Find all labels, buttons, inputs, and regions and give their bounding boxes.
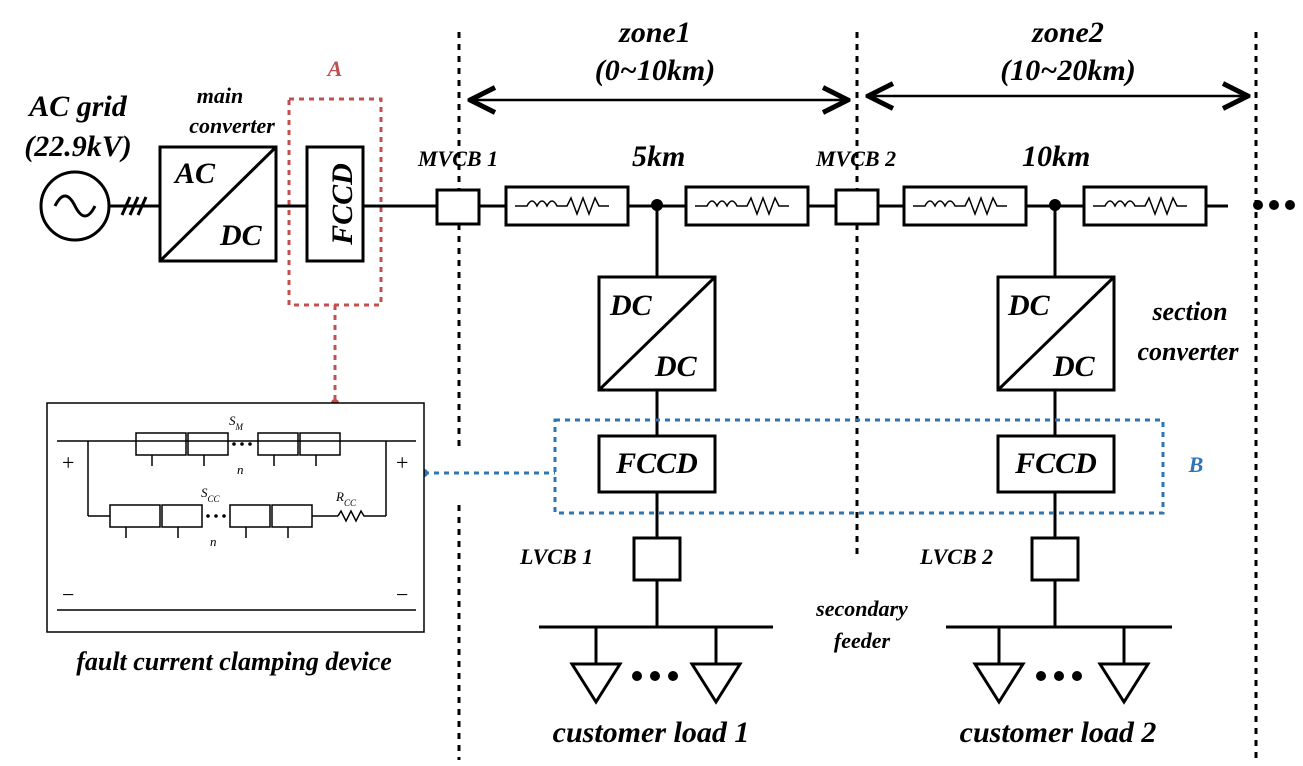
inset-plus-right: + [396, 450, 408, 475]
inset-sm-label: SM [229, 413, 244, 432]
load1a-icon [569, 662, 623, 705]
dcdc2-bottom: DC [1052, 350, 1096, 383]
main-converter-diagonal [158, 145, 278, 263]
rl-symbol-4 [1093, 195, 1187, 217]
inset-rcc-label: RCC [335, 489, 357, 508]
marker-b-outline [553, 418, 1165, 515]
lvcb1-label: LVCB 1 [519, 544, 593, 569]
sw-upper-2 [187, 432, 229, 456]
inset-n-upper: n [237, 462, 244, 477]
inset-n-lower: n [210, 534, 217, 549]
fccd2-box [996, 434, 1116, 494]
load2-dot-3 [1072, 671, 1082, 681]
mvcb2-box [834, 188, 880, 226]
sw-lower-3 [229, 504, 271, 528]
inset-minus-right: − [396, 582, 408, 607]
dcdc1-top: DC [609, 289, 653, 322]
rl-symbol-2 [695, 195, 789, 217]
load2b-icon [1097, 662, 1151, 705]
load2-label: customer load 2 [960, 716, 1157, 749]
dcdc2-diagonal [996, 275, 1116, 392]
ac-grid-voltage: (22.9kV) [24, 130, 132, 163]
marker-a-label: A [326, 56, 343, 81]
sw-lower-1 [109, 504, 161, 528]
lvcb1-box [632, 536, 682, 582]
continuation-dot-3 [1285, 200, 1295, 210]
sw-upper-3 [257, 432, 299, 456]
zone2-label: zone2 [1031, 16, 1104, 49]
sw-upper-1 [135, 432, 187, 456]
dots-u2 [240, 442, 244, 446]
fccd-inset-box [46, 402, 425, 633]
secondary-feeder-2: feeder [834, 628, 891, 653]
fccd1-label: FCCD [615, 447, 698, 480]
zone1-range: (0~10km) [595, 54, 715, 87]
marker-b-label: B [1188, 452, 1204, 477]
ac-grid-label: AC grid [27, 90, 128, 123]
load1-dot-1 [632, 671, 642, 681]
sw-lower-2 [161, 504, 203, 528]
dots-l1 [206, 514, 210, 518]
fccd-main-label: FCCD [326, 163, 359, 246]
load1-label: customer load 1 [553, 716, 750, 749]
main-converter-title-2: converter [189, 113, 275, 138]
rl-symbol-3 [913, 195, 1007, 217]
main-converter-dc: DC [219, 219, 263, 252]
fccd2-label: FCCD [1014, 447, 1097, 480]
lvcb2-box [1030, 536, 1080, 582]
fccd-main-box [305, 145, 365, 263]
fccd1-box [597, 434, 717, 494]
phase-tick-3 [136, 196, 148, 216]
rl-symbol-1 [515, 195, 609, 217]
inset-plus-left: + [62, 450, 74, 475]
sine-wave-icon [53, 194, 97, 218]
zone1-label: zone1 [618, 16, 691, 49]
continuation-dot-2 [1269, 200, 1279, 210]
lvcb2-label: LVCB 2 [919, 544, 993, 569]
sw-lower-4 [271, 504, 313, 528]
section-converter-1: section [1151, 297, 1227, 326]
dcdc2-top: DC [1007, 289, 1051, 322]
inset-lower-switches [109, 504, 313, 538]
inset-minus-left: − [62, 582, 74, 607]
dots-l3 [222, 514, 226, 518]
sw-upper-4 [299, 432, 341, 456]
main-converter-title-1: main [197, 83, 243, 108]
phase-tick-1 [120, 196, 132, 216]
dots-u3 [248, 442, 252, 446]
main-converter-ac: AC [173, 157, 216, 190]
mvcb1-box [435, 188, 481, 226]
inset-scc-label: SCC [201, 485, 221, 504]
load1b-icon [689, 662, 743, 705]
load1-dot-3 [668, 671, 678, 681]
load1-dot-2 [650, 671, 660, 681]
distance-10km: 10km [1022, 140, 1090, 173]
inset-caption: fault current clamping device [76, 647, 392, 676]
mvcb2-label: MVCB 2 [815, 146, 896, 171]
load2a-icon [972, 662, 1026, 705]
phase-tick-2 [128, 196, 140, 216]
load2-dot-1 [1036, 671, 1046, 681]
secondary-feeder-1: secondary [815, 596, 908, 621]
dcdc1-bottom: DC [654, 350, 698, 383]
inset-upper-switches [135, 432, 341, 466]
dots-u1 [232, 442, 236, 446]
inset-rcc-resistor [337, 509, 386, 523]
section-converter-2: converter [1137, 337, 1239, 366]
load2-dot-2 [1054, 671, 1064, 681]
dots-l2 [214, 514, 218, 518]
zone2-range: (10~20km) [1000, 54, 1135, 87]
distance-5km: 5km [632, 140, 685, 173]
mvcb1-label: MVCB 1 [417, 146, 498, 171]
continuation-dot-1 [1253, 200, 1263, 210]
dcdc1-diagonal [597, 275, 717, 392]
